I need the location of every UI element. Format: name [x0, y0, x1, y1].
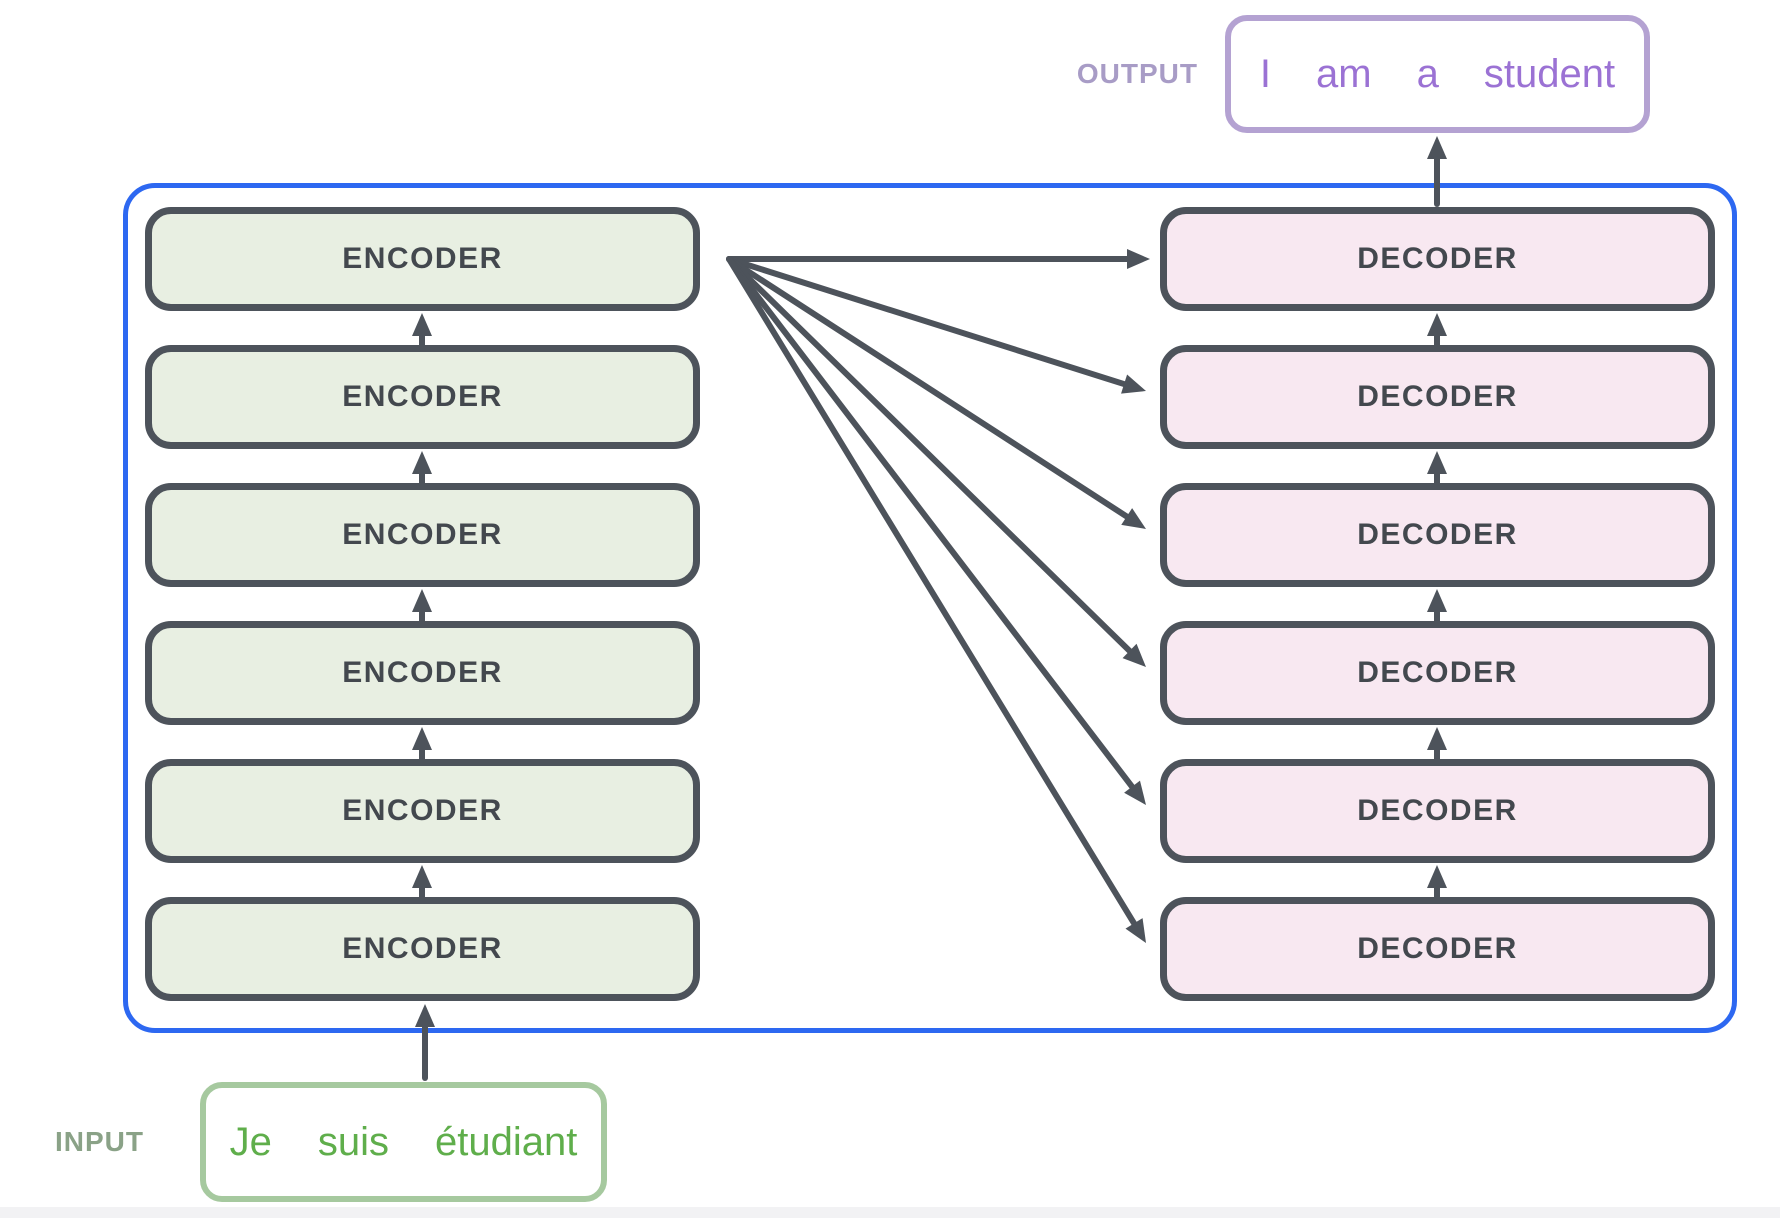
encoder-box-2: ENCODER — [145, 759, 700, 863]
input-sentence-box: Je suis étudiant — [200, 1082, 607, 1202]
output-label: OUTPUT — [1076, 58, 1198, 89]
decoder-box-3: DECODER — [1160, 621, 1715, 725]
page-edge-strip — [0, 1207, 1780, 1218]
decoder-box-2: DECODER — [1160, 759, 1715, 863]
output-sentence-box: I am a student — [1225, 15, 1650, 133]
output-token: I — [1259, 51, 1272, 96]
encoder-decoder-container — [123, 183, 1737, 1033]
encoder-box-3: ENCODER — [145, 621, 700, 725]
output-token: a — [1416, 51, 1439, 96]
encoder-box-5: ENCODER — [145, 345, 700, 449]
output-token: student — [1483, 51, 1616, 96]
output-token: am — [1316, 51, 1372, 96]
input-label: INPUT — [55, 1126, 144, 1157]
input-token: Je — [229, 1119, 272, 1164]
input-token: étudiant — [435, 1119, 578, 1164]
decoder-box-6: DECODER — [1160, 207, 1715, 311]
decoder-box-1: DECODER — [1160, 897, 1715, 1001]
encoder-box-6: ENCODER — [145, 207, 700, 311]
input-token: suis — [317, 1119, 390, 1164]
decoder-box-4: DECODER — [1160, 483, 1715, 587]
decoder-box-5: DECODER — [1160, 345, 1715, 449]
encoder-box-1: ENCODER — [145, 897, 700, 1001]
encoder-box-4: ENCODER — [145, 483, 700, 587]
